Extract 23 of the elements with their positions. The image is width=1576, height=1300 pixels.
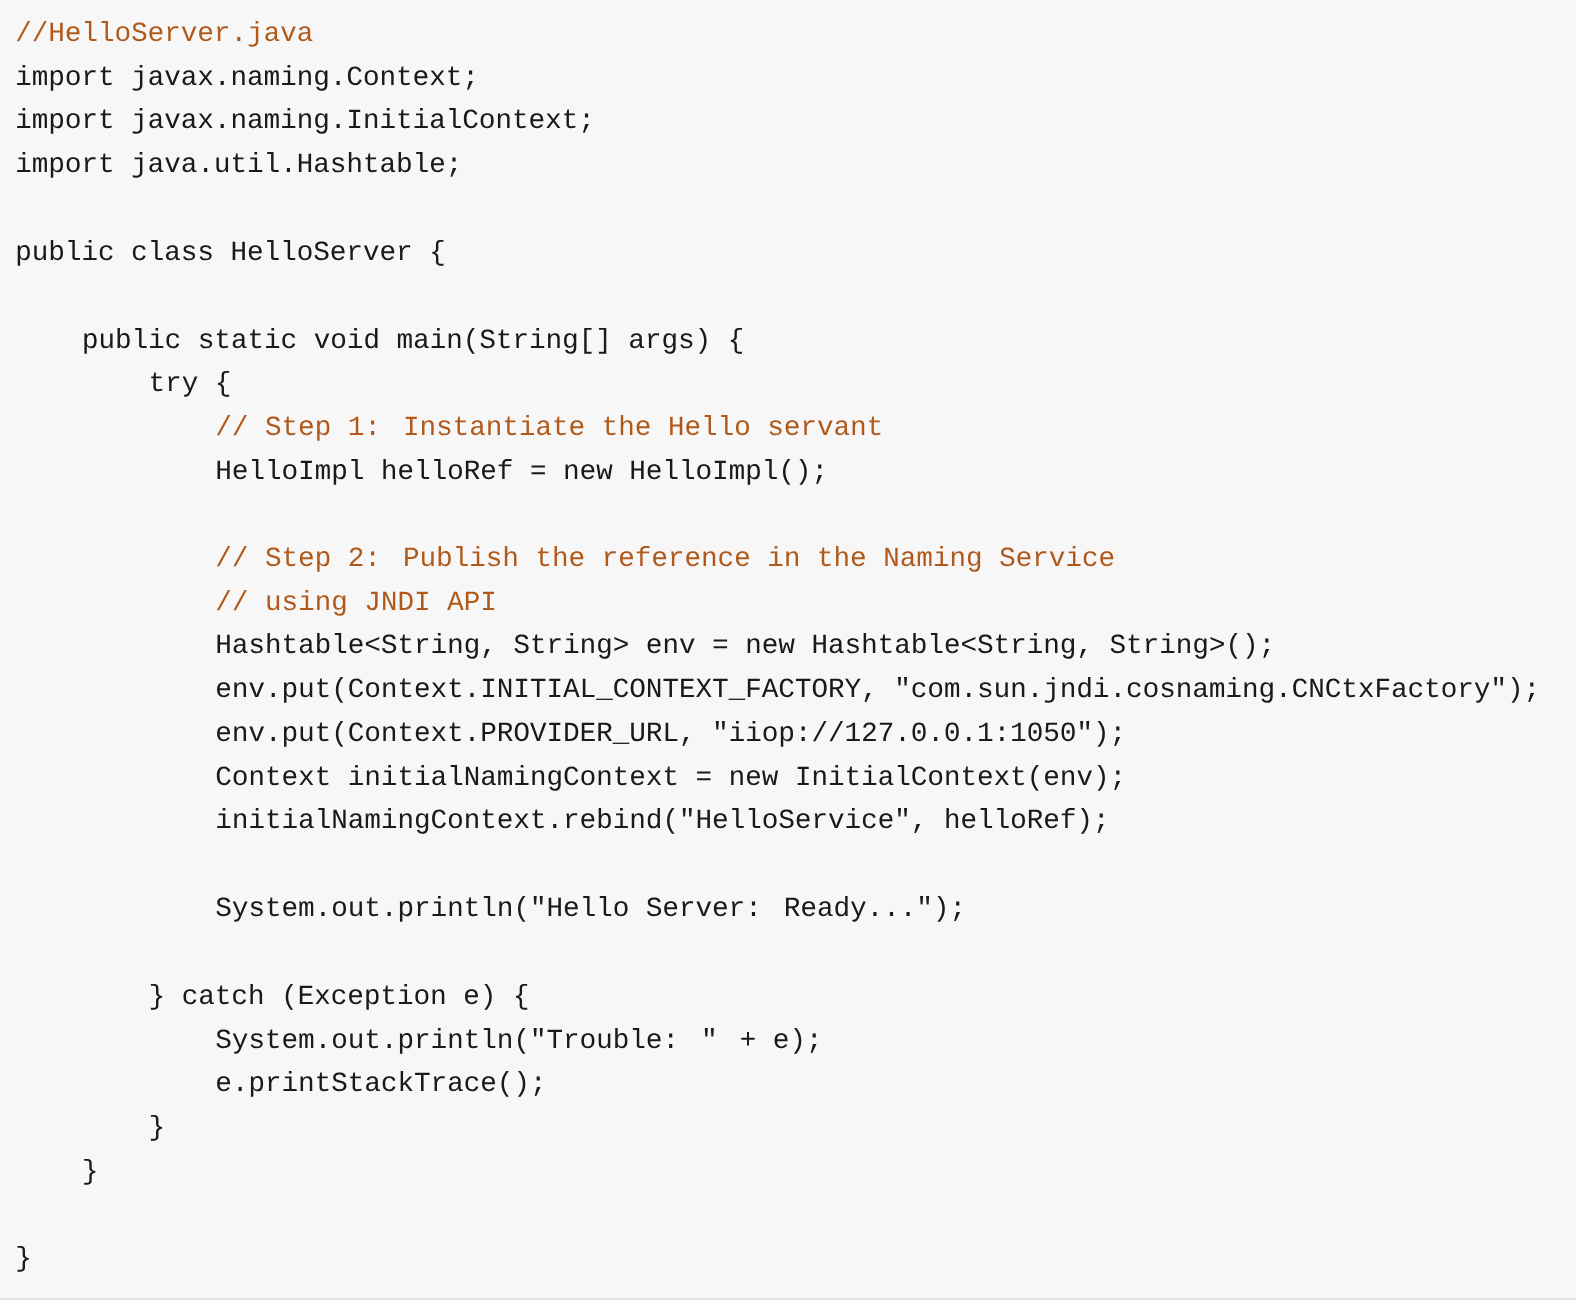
code-line: try { [151, 371, 230, 397]
code-line: env.put(Context.PROVIDER_URL, "iiop://127.0.0.1:1050"); [217, 721, 1121, 747]
code-line: HelloImpl helloRef = new HelloImpl(); [217, 459, 823, 485]
code-line: } catch (Exception e) { [150, 984, 528, 1010]
code-line: } [17, 1246, 29, 1272]
code-line: e.printStackTrace(); [217, 1071, 541, 1097]
code-line: Context initialNamingContext = new InitialContext(env); [216, 765, 1121, 791]
code-line: initialNamingContext.rebind("HelloService", helloRef); [217, 808, 1104, 834]
code-line: System.out.println("Hello Server: Ready..."); [216, 896, 961, 922]
code-line: public class HelloServer { [17, 240, 444, 266]
code-line: import javax.naming.InitialContext; [17, 108, 589, 134]
code-line: } [84, 1159, 96, 1185]
code-line: import java.util.Hashtable; [17, 152, 457, 178]
code-comment: // Step 1: Instantiate the Hello servant [216, 415, 881, 441]
code-comment: //HelloServer.java [16, 21, 313, 47]
code-comment: // Step 2: Publish the reference in the Naming Service [216, 546, 1114, 572]
code-line: } [150, 1115, 163, 1141]
code-comment: // using JNDI API [216, 590, 495, 616]
code-line: env.put(Context.INITIAL_CONTEXT_FACTORY, "com.sun.jndi.cosnaming.CNCtxFactory"); [217, 677, 1535, 703]
code-line: Hashtable<String, String> env = new Hashtable<String, String>(); [217, 633, 1270, 659]
code-line: public static void main(String[] args) { [84, 328, 743, 354]
code-line: import javax.naming.Context; [17, 65, 473, 91]
code-line: System.out.println("Trouble: " + e); [216, 1028, 817, 1054]
